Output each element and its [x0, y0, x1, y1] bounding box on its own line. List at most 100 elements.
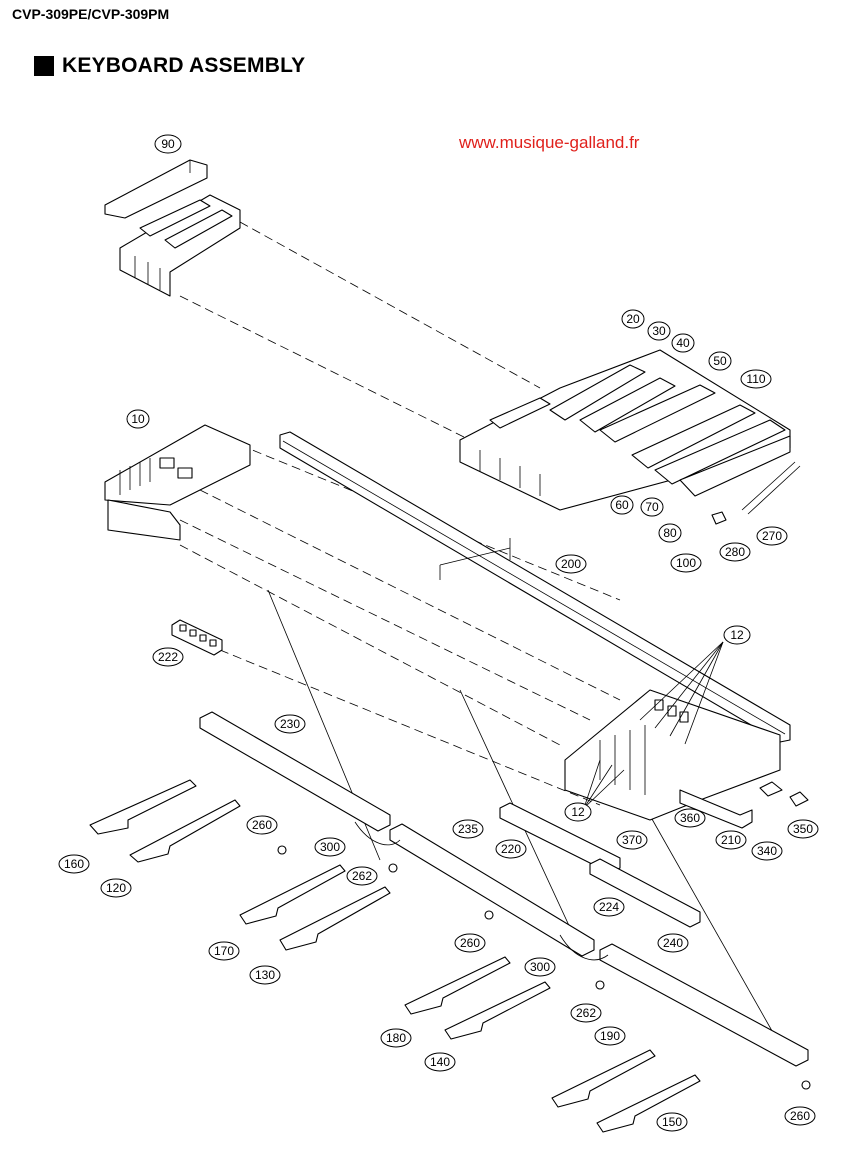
callout-60: 60 — [610, 495, 634, 515]
callout-360: 360 — [674, 808, 706, 828]
callout-text: 220 — [501, 842, 521, 856]
callout-text: 222 — [158, 650, 178, 664]
part-long-rail — [279, 431, 791, 743]
callout-text: 80 — [663, 526, 677, 540]
callout-text: 30 — [652, 324, 666, 338]
callout-text: 200 — [561, 557, 581, 571]
callout-262-a: 262 — [346, 866, 378, 886]
part-small-pieces — [679, 461, 809, 829]
callout-text: 110 — [746, 372, 765, 386]
callout-262-b: 262 — [570, 1003, 602, 1023]
callout-text: 270 — [762, 529, 782, 543]
callout-text: 262 — [352, 869, 372, 883]
part-rails — [199, 711, 809, 1067]
callout-170: 170 — [208, 941, 240, 961]
callout-text: 260 — [460, 936, 480, 950]
leader-lines — [583, 641, 724, 809]
callout-text: 150 — [662, 1115, 682, 1129]
callout-260-c: 260 — [784, 1106, 816, 1126]
part-right-frame — [564, 689, 781, 821]
callout-300-b: 300 — [524, 957, 556, 977]
callout-text: 190 — [600, 1029, 620, 1043]
callout-10: 10 — [126, 409, 150, 429]
callout-120: 120 — [100, 878, 132, 898]
callout-text: 262 — [576, 1006, 596, 1020]
callout-text: 160 — [64, 857, 84, 871]
callout-text: 60 — [615, 498, 629, 512]
callout-text: 70 — [645, 500, 659, 514]
callout-40: 40 — [671, 333, 695, 353]
callout-80: 80 — [658, 523, 682, 543]
callout-370: 370 — [616, 830, 648, 850]
callout-190: 190 — [594, 1026, 626, 1046]
callout-text: 170 — [214, 944, 234, 958]
callout-230: 230 — [274, 714, 306, 734]
callout-30: 30 — [647, 321, 671, 341]
part-small-strip — [171, 619, 223, 656]
callout-220: 220 — [495, 839, 527, 859]
callout-labels: 90 20 30 40 50 110 10 60 70 80 100 280 2… — [58, 134, 819, 1132]
callout-20: 20 — [621, 309, 645, 329]
callout-text: 12 — [571, 805, 585, 819]
section-marker-icon — [34, 56, 54, 76]
callout-180: 180 — [380, 1028, 412, 1048]
callout-text: 90 — [161, 137, 175, 151]
callout-150: 150 — [656, 1112, 688, 1132]
callout-text: 300 — [530, 960, 550, 974]
part-hammers — [89, 779, 701, 1133]
callout-text: 40 — [676, 336, 690, 350]
callout-text: 20 — [626, 312, 640, 326]
callout-280: 280 — [719, 542, 751, 562]
callout-text: 370 — [622, 833, 642, 847]
callout-235: 235 — [452, 819, 484, 839]
callout-210: 210 — [715, 830, 747, 850]
model-number: CVP-309PE/CVP-309PM — [12, 6, 170, 22]
callout-100: 100 — [670, 553, 702, 573]
callout-text: 50 — [713, 354, 727, 368]
section-title: KEYBOARD ASSEMBLY — [62, 54, 306, 77]
callout-260-b: 260 — [454, 933, 486, 953]
callout-text: 180 — [386, 1031, 406, 1045]
callout-350: 350 — [787, 819, 819, 839]
callout-text: 340 — [757, 844, 777, 858]
callout-text: 230 — [280, 717, 300, 731]
callout-90: 90 — [154, 134, 182, 154]
callout-text: 360 — [680, 811, 700, 825]
callout-text: 280 — [725, 545, 745, 559]
part-upper-keys — [119, 194, 241, 297]
callout-300-a: 300 — [314, 837, 346, 857]
callout-224: 224 — [593, 897, 625, 917]
part-end-block — [104, 159, 208, 219]
callout-text: 235 — [458, 822, 478, 836]
part-contact-strips — [499, 802, 701, 928]
callout-text: 130 — [255, 968, 275, 982]
callout-text: 210 — [721, 833, 741, 847]
callout-200: 200 — [555, 554, 587, 574]
callout-222: 222 — [152, 647, 184, 667]
callout-70: 70 — [640, 497, 664, 517]
callout-110: 110 — [740, 369, 772, 389]
callout-50: 50 — [708, 351, 732, 371]
callout-text: 224 — [599, 900, 619, 914]
watermark-url: www.musique-galland.fr — [459, 133, 640, 152]
callout-260-a: 260 — [246, 815, 278, 835]
callout-130: 130 — [249, 965, 281, 985]
callout-160: 160 — [58, 854, 90, 874]
part-left-frame — [104, 424, 251, 541]
callout-text: 10 — [131, 412, 145, 426]
callout-140: 140 — [424, 1052, 456, 1072]
callout-text: 260 — [790, 1109, 810, 1123]
callout-text: 260 — [252, 818, 272, 832]
callout-text: 120 — [106, 881, 126, 895]
section-heading: KEYBOARD ASSEMBLY — [34, 54, 305, 78]
callout-240: 240 — [657, 933, 689, 953]
callout-text: 140 — [430, 1055, 450, 1069]
callout-270: 270 — [756, 526, 788, 546]
callout-340: 340 — [751, 841, 783, 861]
callout-text: 300 — [320, 840, 340, 854]
callout-text: 100 — [676, 556, 696, 570]
callout-text: 350 — [793, 822, 813, 836]
callout-text: 240 — [663, 936, 683, 950]
callout-12-top: 12 — [723, 625, 751, 645]
